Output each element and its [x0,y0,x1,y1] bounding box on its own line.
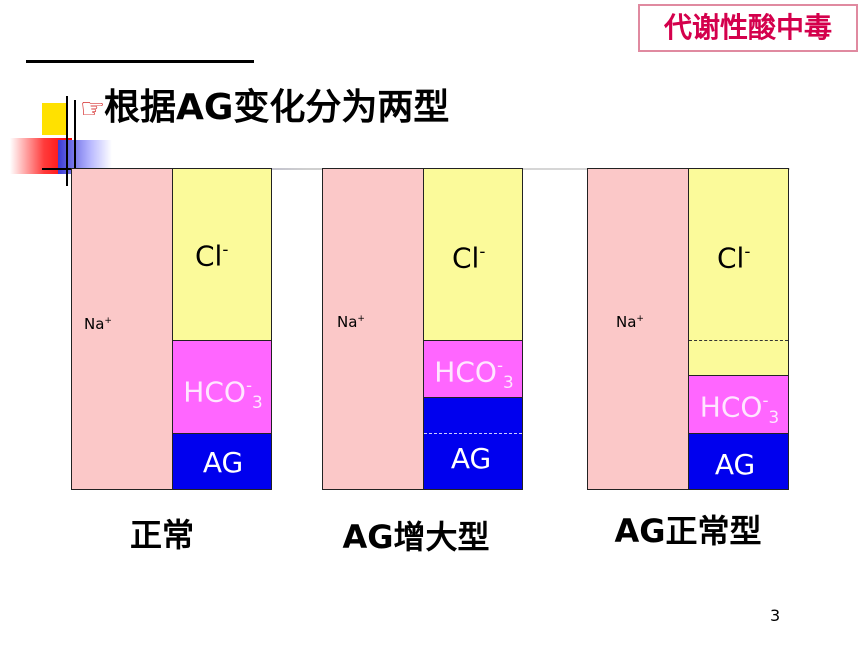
page-number: 3 [770,606,781,625]
cl-section: Cl- [688,168,789,376]
cl-section: Cl- [423,168,523,341]
hco3-section: HCO-3 [423,340,523,398]
cl-label: Cl- [195,239,229,273]
hco3-section: HCO-3 [172,340,272,434]
cl-divider-dashed [689,340,788,341]
topic-badge: 代谢性酸中毒 [638,4,858,52]
na-label: Na+ [616,313,644,331]
na-label: Na+ [337,313,365,331]
top-rule [26,60,254,63]
ag-label: AG [714,448,756,481]
ag-label: AG [450,442,492,475]
hco3-label: HCO-3 [183,375,263,412]
ag-section: AG [423,397,523,490]
na-column: Na+ [587,168,689,490]
ag-label: AG [202,446,244,479]
ag-section: AG [688,433,789,490]
decor-vertical-line-2 [74,100,76,184]
caption-normal: 正常 [129,516,194,554]
na-label: Na+ [84,315,112,333]
hco3-section: HCO-3 [688,375,789,434]
hco3-label: HCO-3 [699,390,780,427]
cl-label: Cl- [452,241,486,275]
cl-label: Cl- [717,241,751,275]
hco3-label: HCO-3 [434,355,514,392]
decor-vertical-line [66,96,68,186]
cl-section: Cl- [172,168,272,341]
na-column: Na+ [322,168,424,490]
caption-ag-increased: AG增大型 [342,518,490,556]
decor-yellow-square [42,103,66,135]
caption-ag-normal: AG正常型 [614,512,762,550]
na-column: Na+ [71,168,173,490]
ag-divider-dashed [424,433,522,434]
slide-title: 根据AG变化分为两型 [104,87,450,128]
ag-section: AG [172,433,272,490]
pointing-hand-icon: ☞ [80,92,106,125]
